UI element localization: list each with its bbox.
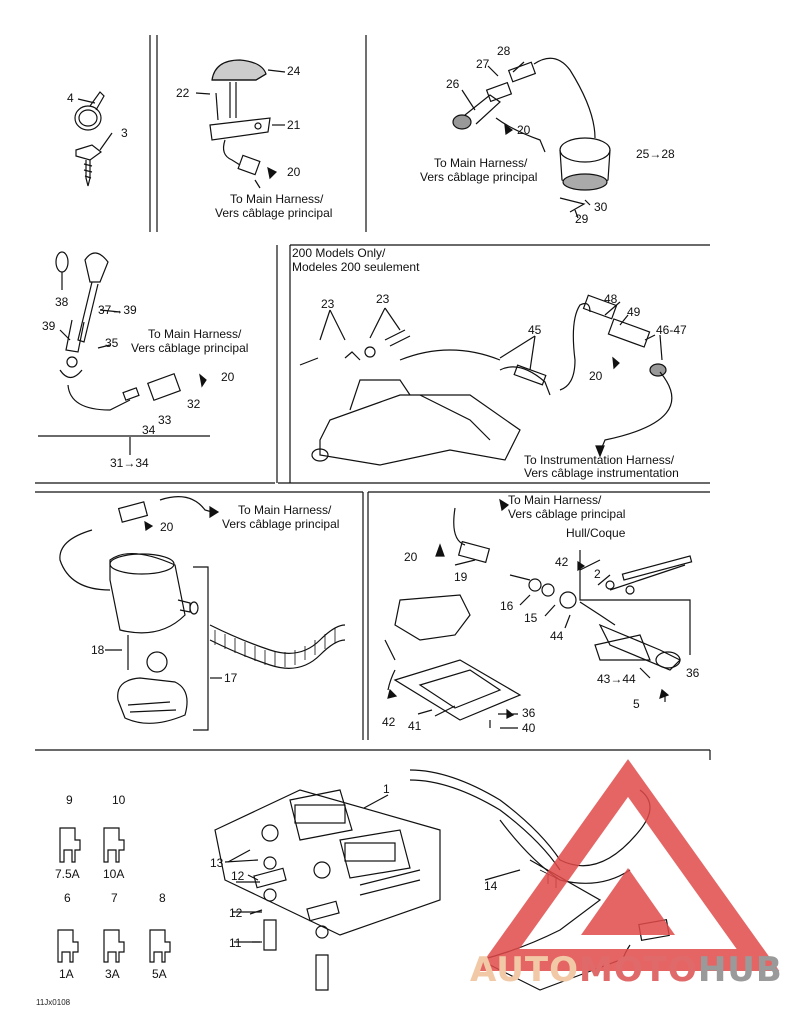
fuse-rating: 7.5A <box>55 867 80 881</box>
part-number-42: 42 <box>555 555 569 569</box>
watermark-logo-icon <box>476 759 780 971</box>
watermark-part1: AUTO <box>470 950 579 990</box>
fuse-rating: 5A <box>152 967 167 981</box>
fuse-number: 9 <box>66 793 73 807</box>
part-number-29: 29 <box>575 212 589 226</box>
part-number-48: 48 <box>604 292 618 306</box>
part-number-28: 28 <box>497 44 511 58</box>
instrumentation-note: To Instrumentation Harness/ <box>524 453 675 467</box>
part-navigation-lamp <box>38 251 210 455</box>
fuse-number: 7 <box>111 891 118 905</box>
part-number-23: 23 <box>321 297 335 311</box>
harness-note: To Main Harness/ <box>230 192 324 206</box>
harness-note-fr: Vers câblage principal <box>508 507 626 521</box>
fuse-rating: 10A <box>103 867 125 881</box>
part-number-21: 21 <box>287 118 301 132</box>
part-number-5: 5 <box>633 697 640 711</box>
part-number-42: 42 <box>382 715 396 729</box>
harness-note: To Main Harness/ <box>508 493 602 507</box>
part-number-45: 45 <box>528 323 542 337</box>
part-number-26: 26 <box>446 77 460 91</box>
part-number-11: 11 <box>229 936 242 950</box>
part-number-1: 1 <box>383 782 390 796</box>
harness-note: To Main Harness/ <box>148 327 242 341</box>
part-range-25-28: 25→28 <box>636 147 675 161</box>
part-number-36: 36 <box>522 706 536 720</box>
part-number-32: 32 <box>187 397 201 411</box>
part-number-20: 20 <box>287 165 301 179</box>
watermark-part2: MOTO <box>578 950 698 990</box>
part-number-20: 20 <box>404 550 418 564</box>
part-number-33: 33 <box>158 413 172 427</box>
part-clip-and-screw <box>74 91 113 187</box>
hull-label: Hull/Coque <box>566 526 626 540</box>
harness-note-fr: Vers câblage principal <box>131 341 249 355</box>
harness-note-fr: Vers câblage principal <box>420 170 538 184</box>
part-number-41: 41 <box>408 719 422 733</box>
harness-note: To Main Harness/ <box>238 503 332 517</box>
part-number-4: 4 <box>67 91 74 105</box>
part-number-27: 27 <box>476 57 490 71</box>
fuse-rating: 1A <box>59 967 74 981</box>
watermark-text: AUTOMOTOHUB <box>470 950 783 990</box>
part-number-14: 14 <box>484 879 498 893</box>
part-bilge-pump <box>59 496 346 731</box>
part-number-36: 36 <box>686 666 700 680</box>
part-number-24: 24 <box>287 64 301 78</box>
part-range-31-34: 31→34 <box>110 456 149 470</box>
part-courtesy-light <box>195 59 286 189</box>
section-title: 200 Models Only/ <box>292 246 386 260</box>
part-number-20: 20 <box>517 123 531 137</box>
part-range-37-39: 37→39 <box>98 303 137 317</box>
fuse-number: 8 <box>159 891 166 905</box>
part-number-3: 3 <box>121 126 128 140</box>
part-number-18: 18 <box>91 643 105 657</box>
part-range-46-47: 46-47 <box>656 323 687 337</box>
fuse-icons <box>57 827 171 963</box>
part-number-2: 2 <box>594 567 601 581</box>
part-number-49: 49 <box>627 305 641 319</box>
watermark-part3: HUB <box>697 950 783 990</box>
part-number-20: 20 <box>160 520 174 534</box>
section-title-fr: Modeles 200 seulement <box>292 260 420 274</box>
part-jet-pump-assembly <box>299 294 673 466</box>
part-number-17: 17 <box>224 671 238 685</box>
harness-note-fr: Vers câblage principal <box>222 517 340 531</box>
fuse-number: 6 <box>64 891 71 905</box>
part-number-12: 12 <box>229 906 243 920</box>
part-number-13: 13 <box>210 856 224 870</box>
figure-id: 11Jx0108 <box>36 998 71 1007</box>
part-number-19: 19 <box>454 570 468 584</box>
fuse-number: 10 <box>112 793 126 807</box>
harness-note: To Main Harness/ <box>434 156 528 170</box>
part-sender-assembly <box>452 57 611 219</box>
part-number-20: 20 <box>221 370 235 384</box>
part-number-12: 12 <box>231 869 245 883</box>
instrumentation-note-fr: Vers câblage instrumentation <box>524 466 679 480</box>
part-number-35: 35 <box>105 336 119 350</box>
part-number-23: 23 <box>376 292 390 306</box>
part-number-38: 38 <box>55 295 69 309</box>
part-number-44: 44 <box>550 629 564 643</box>
section-dividers <box>35 35 711 760</box>
part-number-39: 39 <box>42 319 56 333</box>
part-number-20: 20 <box>589 369 603 383</box>
part-number-30: 30 <box>594 200 608 214</box>
part-number-15: 15 <box>524 611 538 625</box>
harness-note-fr: Vers câblage principal <box>215 206 333 220</box>
part-hull-fittings <box>384 498 693 729</box>
fuse-rating: 3A <box>105 967 120 981</box>
part-range-43-44: 43→44 <box>597 672 636 686</box>
part-number-34: 34 <box>142 423 156 437</box>
part-number-22: 22 <box>176 86 190 100</box>
part-number-40: 40 <box>522 721 536 735</box>
part-number-16: 16 <box>500 599 514 613</box>
